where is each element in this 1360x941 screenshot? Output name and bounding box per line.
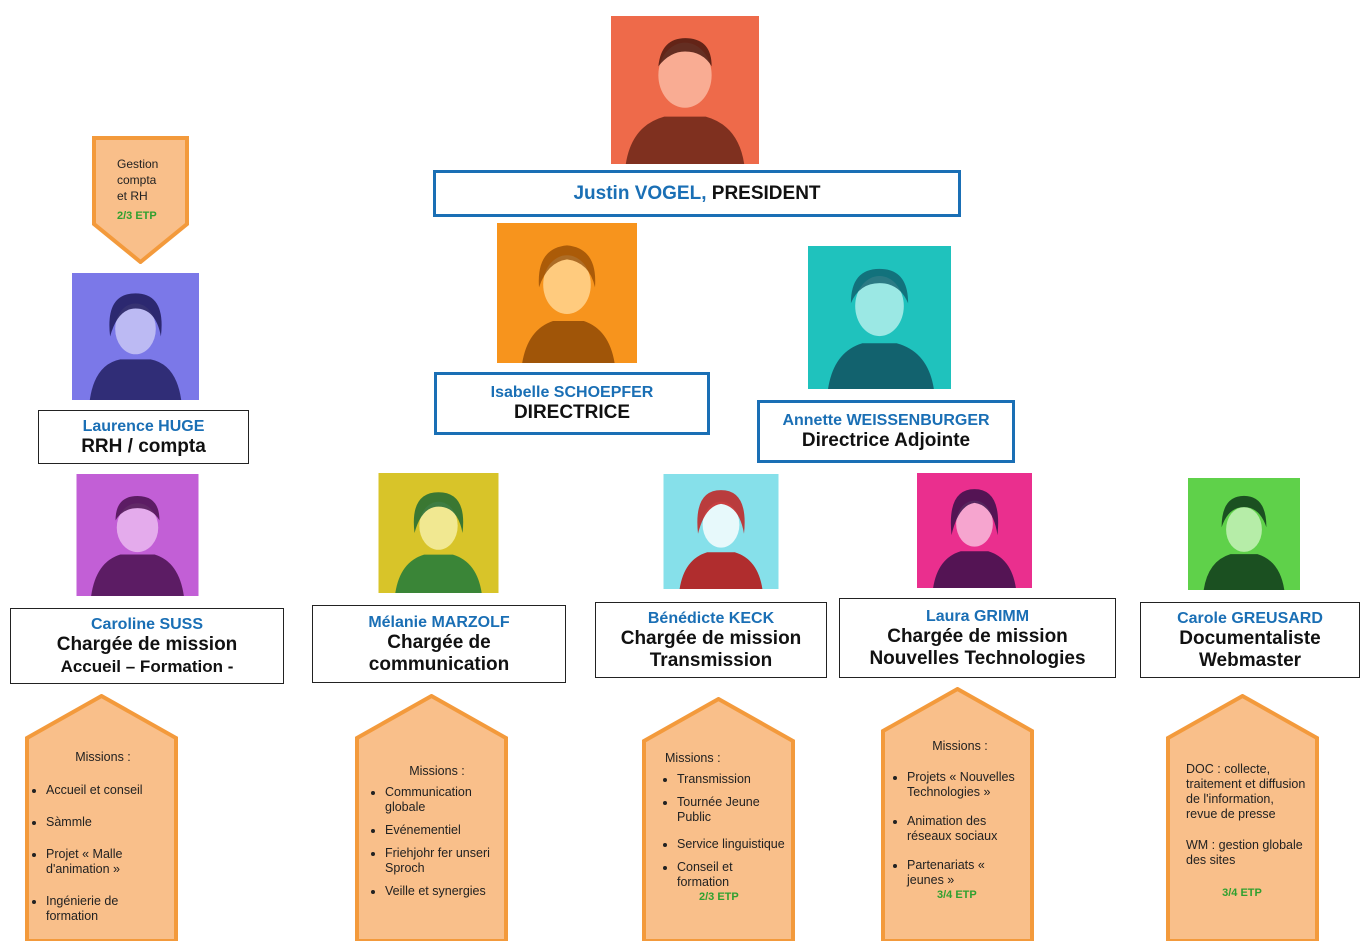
adjointe-photo xyxy=(801,246,958,389)
staff-role-line: Nouvelles Technologies xyxy=(869,647,1086,669)
rrh-etp: 2/3 ETP xyxy=(117,210,157,222)
missions-title: Missions : xyxy=(409,764,465,778)
adjointe-namebox: Annette WEISSENBURGER Directrice Adjoint… xyxy=(757,400,1015,463)
president-role: PRESIDENT xyxy=(711,182,821,204)
mission-item: Projets « Nouvelles Technologies » xyxy=(907,770,1025,800)
person-silhouette-icon xyxy=(808,246,951,389)
mission-item: Projet « Malle d'animation » xyxy=(46,847,172,877)
missions-title: Missions : xyxy=(75,750,131,764)
directrice-photo xyxy=(497,223,637,363)
mission-item: Animation des réseaux sociaux xyxy=(907,814,1025,844)
mission-item: Transmission xyxy=(677,772,785,787)
staff-role-line: Webmaster xyxy=(1198,649,1302,671)
missions-title: Missions : xyxy=(665,751,721,765)
staff-name: Mélanie MARZOLF xyxy=(368,613,510,631)
person-silhouette-icon xyxy=(663,474,779,589)
rrh-note-line: Gestion xyxy=(117,157,159,171)
rrh-name: Laurence HUGE xyxy=(82,417,205,435)
doc-paragraph: DOC : collecte, traitement et diffusion … xyxy=(1186,762,1306,821)
rrh-note-line: compta xyxy=(117,173,157,187)
staff-namebox-grimm: Laura GRIMM Chargée de mission Nouvelles… xyxy=(839,598,1116,678)
person-silhouette-icon xyxy=(1188,478,1300,590)
directrice-namebox: Isabelle SCHOEPFER DIRECTRICE xyxy=(434,372,710,435)
missions-shape-greusard: DOC : collecte, traitement et diffusion … xyxy=(1166,694,1319,941)
directrice-role: DIRECTRICE xyxy=(513,402,631,423)
person-silhouette-icon xyxy=(611,16,759,164)
person-silhouette-icon xyxy=(917,473,1032,588)
person-silhouette-icon xyxy=(72,273,199,400)
missions-shape-keck: Missions : Transmission Tournée Jeune Pu… xyxy=(642,697,795,941)
staff-namebox-suss: Caroline SUSS Chargée de mission Accueil… xyxy=(10,608,284,684)
mission-item: Partenariats « jeunes » xyxy=(907,858,1025,888)
staff-namebox-greusard: Carole GREUSARD Documentaliste Webmaster xyxy=(1140,602,1360,678)
etp-label: 3/4 ETP xyxy=(1222,887,1262,899)
staff-photo-grimm xyxy=(910,473,1039,588)
staff-name: Bénédicte KECK xyxy=(647,609,775,627)
mission-item: Communication globale xyxy=(385,785,501,815)
person-silhouette-icon xyxy=(378,473,499,593)
staff-namebox-marzolf: Mélanie MARZOLF Chargée de communication xyxy=(312,605,566,683)
staff-role-line: Chargée de mission xyxy=(620,627,802,649)
mission-item: Evénementiel xyxy=(385,823,501,838)
mission-item: Ingénierie de formation xyxy=(46,894,172,924)
mission-item: Service linguistique xyxy=(677,837,785,852)
mission-item: Tournée Jeune Public xyxy=(677,795,785,825)
staff-role-line: Chargée de xyxy=(387,631,491,653)
staff-photo-keck xyxy=(656,474,786,589)
adjointe-name: Annette WEISSENBURGER xyxy=(782,412,990,429)
staff-photo-marzolf xyxy=(373,473,504,593)
staff-role-line: communication xyxy=(368,653,510,675)
missions-shape-grimm: Missions : Projets « Nouvelles Technolog… xyxy=(881,687,1034,941)
staff-namebox-keck: Bénédicte KECK Chargée de mission Transm… xyxy=(595,602,827,678)
mission-item: Conseil et formation xyxy=(677,860,785,890)
staff-name: Laura GRIMM xyxy=(925,607,1030,625)
staff-role-line: Documentaliste xyxy=(1179,627,1321,649)
wm-paragraph: WM : gestion globale des sites xyxy=(1186,838,1303,867)
mission-item: Accueil et conseil xyxy=(46,783,172,798)
mission-item: Sàmmle xyxy=(46,815,172,830)
president-photo xyxy=(611,16,759,164)
directrice-name: Isabelle SCHOEPFER xyxy=(490,384,654,401)
adjointe-role: Directrice Adjointe xyxy=(801,430,971,451)
staff-name: Carole GREUSARD xyxy=(1177,609,1323,627)
president-name: Justin VOGEL, xyxy=(573,182,707,204)
mission-item: Friehjohr fer unseri Sproch xyxy=(385,846,501,876)
rrh-namebox: Laurence HUGE RRH / compta xyxy=(38,410,249,464)
staff-name: Caroline SUSS xyxy=(90,615,204,633)
president-namebox: Justin VOGEL, PRESIDENT xyxy=(433,170,961,217)
rrh-photo xyxy=(72,273,199,400)
missions-shape-marzolf: Missions : Communication globale Evéneme… xyxy=(355,694,508,941)
staff-photo-suss xyxy=(76,474,199,596)
etp-label: 3/4 ETP xyxy=(937,889,977,901)
person-silhouette-icon xyxy=(76,474,199,596)
rrh-note-line: et RH xyxy=(117,189,148,203)
staff-photo-greusard xyxy=(1188,474,1300,594)
staff-role-line: Chargée de mission xyxy=(56,633,238,655)
missions-title: Missions : xyxy=(932,739,988,753)
rrh-role: RRH / compta xyxy=(81,435,206,457)
rrh-note-shape: Gestion compta et RH 2/3 ETP xyxy=(92,136,189,264)
mission-item: Veille et synergies xyxy=(385,884,501,899)
staff-role-line: Accueil – Formation - xyxy=(60,656,234,676)
person-silhouette-icon xyxy=(497,223,637,363)
staff-role-line: Transmission xyxy=(649,649,773,671)
staff-role-line: Chargée de mission xyxy=(887,625,1068,647)
etp-label: 2/3 ETP xyxy=(699,891,739,903)
missions-shape-suss: Missions : Accueil et conseil Sàmmle Pro… xyxy=(25,694,178,941)
